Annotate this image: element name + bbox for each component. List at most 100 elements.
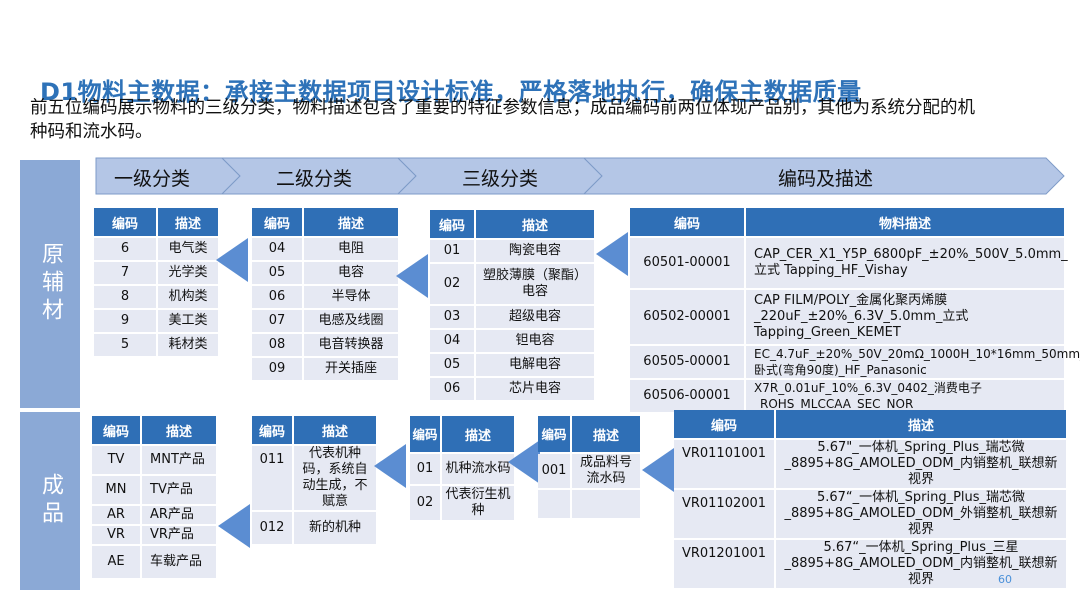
col-header-code: 编码 [252, 208, 302, 236]
code-cell: 06 [430, 378, 474, 400]
col-header-desc: 描述 [292, 416, 376, 444]
col-header-code: 编码 [674, 410, 774, 438]
chevron-level3: 三级分类 [462, 168, 539, 190]
col-header-code: 编码 [538, 416, 570, 452]
code-cell: 8 [94, 286, 156, 308]
col-header-desc: 描述 [774, 410, 1066, 438]
col-header-desc: 描述 [474, 210, 594, 238]
desc-cell: 代表衍生机种 [440, 486, 514, 520]
desc-cell [570, 490, 640, 518]
desc-cell: 电气类 [156, 238, 218, 260]
col-header-code: 编码 [94, 208, 156, 236]
section-label-finished: 成品 [20, 412, 80, 590]
col-header-desc: 描述 [440, 416, 514, 452]
desc-cell: EC_4.7uF_±20%_50V_20mΩ_1000H_10*16mm_50m… [744, 346, 1080, 378]
code-cell: 04 [252, 238, 302, 260]
desc-cell: 5.67“_一体机_Spring_Plus_瑞芯微_8895+8G_AMOLED… [774, 490, 1066, 538]
code-cell: 60505-00001 [630, 346, 744, 378]
desc-cell: X7R_0.01uF_10%_6.3V_0402_消费电子_ROHS_MLCCA… [744, 380, 1064, 412]
page-subtitle: 前五位编码展示物料的三级分类，物料描述包含了重要的特征参数信息；成品编码前两位体… [30, 98, 975, 142]
desc-cell: 电阻 [302, 238, 398, 260]
desc-cell: MNT产品 [140, 446, 216, 474]
desc-cell: 代表机种码，系统自动生成，不赋意 [292, 446, 376, 510]
desc-cell: 电感及线圈 [302, 310, 398, 332]
desc-cell: 超级电容 [474, 306, 594, 328]
desc-cell: 新的机种 [292, 512, 376, 544]
code-cell: TV [92, 446, 140, 474]
code-cell [538, 490, 570, 518]
arrow-left-icon [218, 504, 250, 548]
code-cell: 05 [430, 354, 474, 376]
code-cell: 02 [430, 264, 474, 304]
desc-cell: 电解电容 [474, 354, 594, 376]
chevron-coding: 编码及描述 [778, 168, 874, 190]
code-cell: 60502-00001 [630, 290, 744, 344]
chevron-level1: 一级分类 [114, 168, 191, 190]
col-header-desc: 描述 [140, 416, 216, 444]
desc-cell: 钽电容 [474, 330, 594, 352]
desc-cell: VR产品 [140, 526, 216, 544]
code-cell: 07 [252, 310, 302, 332]
desc-cell: CAP_CER_X1_Y5P_6800pF_±20%_500V_5.0mm_立式… [744, 238, 1068, 288]
arrow-left-icon [596, 232, 628, 276]
col-header-code: 编码 [252, 416, 292, 444]
page-number: 60 [998, 573, 1012, 586]
col-header-code: 编码 [92, 416, 140, 444]
desc-cell: 光学类 [156, 262, 218, 284]
code-cell: 6 [94, 238, 156, 260]
desc-cell: 机种流水码 [440, 454, 514, 484]
desc-cell: AR产品 [140, 506, 216, 524]
desc-cell: 半导体 [302, 286, 398, 308]
arrow-left-icon [216, 238, 248, 282]
col-header-desc: 描述 [570, 416, 640, 452]
code-cell: VR [92, 526, 140, 544]
code-cell: 001 [538, 454, 570, 488]
desc-cell: 电容 [302, 262, 398, 284]
chevron-bar [95, 157, 1065, 195]
code-cell: MN [92, 476, 140, 504]
code-cell: VR01101001 [674, 440, 774, 488]
code-cell: 012 [252, 512, 292, 544]
code-cell: 5 [94, 334, 156, 356]
col-header-desc: 描述 [156, 208, 218, 236]
desc-cell: 塑胶薄膜（聚酯）电容 [474, 264, 594, 304]
desc-cell: TV产品 [140, 476, 216, 504]
code-cell: 01 [430, 240, 474, 262]
arrow-left-icon [642, 448, 674, 492]
code-cell: 09 [252, 358, 302, 380]
code-cell: 02 [410, 486, 440, 520]
